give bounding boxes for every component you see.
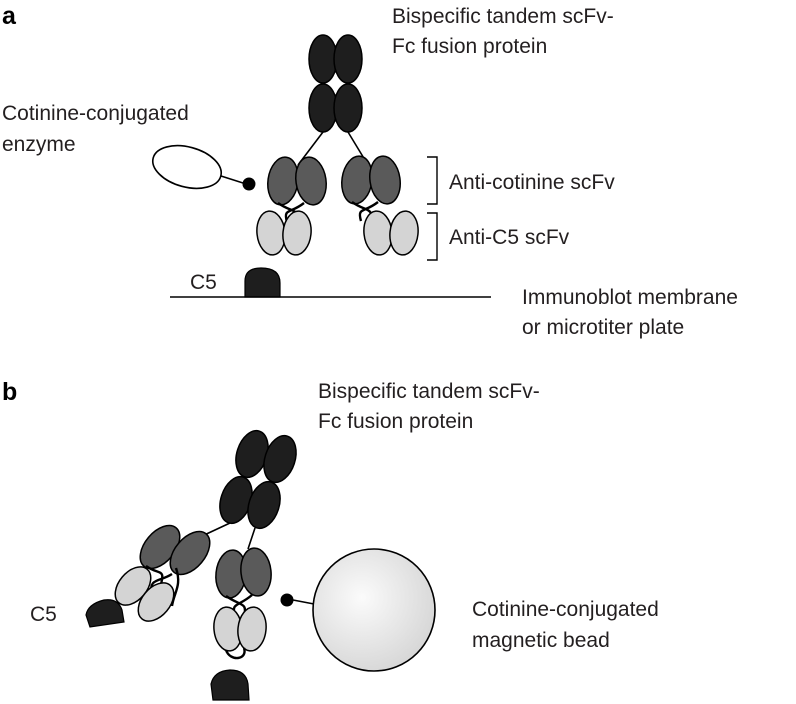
anti-c5-scfv-left: [256, 210, 312, 256]
anti-cotinine-scfv-left: [267, 156, 327, 206]
c5-antigen: [244, 267, 281, 298]
bead-linker: [292, 599, 315, 605]
c5-label: C5: [30, 603, 57, 626]
panel-b: b: [2, 378, 665, 701]
fc-domain: [308, 83, 338, 133]
anti-c5-bracket: [427, 212, 438, 261]
anti-c5-scfv-left: [114, 566, 175, 622]
protein-label: Bispecific tandem scFv- Fc fusion protei…: [392, 5, 620, 58]
c5-label: C5: [190, 271, 217, 294]
c5-antigen: [85, 599, 125, 628]
anti-cotinine-label: Anti-cotinine scFv: [449, 171, 615, 194]
fc-region: [219, 429, 297, 530]
anti-cotinine-scfv-left: [139, 524, 211, 576]
protein-label-line: Bispecific tandem scFv-: [318, 380, 540, 403]
protein-label-line: Bispecific tandem scFv-: [392, 5, 614, 28]
panel-b-letter: b: [2, 378, 17, 406]
anti-cotinine-scfv-right: [215, 547, 272, 599]
bead-label-line: magnetic bead: [472, 629, 610, 652]
panel-a: a: [2, 2, 744, 339]
magnetic-bead: [312, 548, 436, 672]
scfv-linker-tail: [224, 647, 246, 660]
fc-region: [308, 34, 363, 133]
anti-cotinine-bracket: [427, 156, 438, 205]
enzyme-label-line: Cotinine-conjugated: [2, 102, 189, 125]
anti-cotinine-scfv-right: [341, 155, 401, 205]
anti-c5-scfv-right: [363, 210, 419, 256]
fc-domain: [247, 480, 281, 530]
enzyme-shape: [151, 144, 223, 190]
anti-c5-label: Anti-C5 scFv: [449, 226, 570, 249]
enzyme-label-line: enzyme: [2, 133, 76, 156]
enzyme-linker: [220, 175, 244, 184]
membrane-label-line: Immunoblot membrane: [522, 286, 738, 309]
bead-label-line: Cotinine-conjugated: [472, 598, 659, 621]
enzyme-label: Cotinine-conjugated enzyme: [2, 102, 195, 156]
protein-label-line: Fc fusion protein: [318, 410, 473, 433]
fc-domain: [333, 83, 363, 133]
protein-label-line: Fc fusion protein: [392, 35, 547, 58]
membrane-label-line: or microtiter plate: [522, 316, 684, 339]
cotinine-dot: [242, 177, 256, 191]
membrane-label: Immunoblot membrane or microtiter plate: [522, 286, 744, 339]
fc-domain: [308, 34, 338, 84]
bead-label: Cotinine-conjugated magnetic bead: [472, 598, 665, 652]
c5-antigen: [210, 669, 250, 701]
anti-c5-scfv-right: [213, 606, 267, 652]
protein-label: Bispecific tandem scFv- Fc fusion protei…: [318, 380, 546, 433]
panel-a-letter: a: [2, 2, 17, 30]
cotinine-dot: [280, 593, 294, 607]
fc-domain: [333, 34, 363, 84]
